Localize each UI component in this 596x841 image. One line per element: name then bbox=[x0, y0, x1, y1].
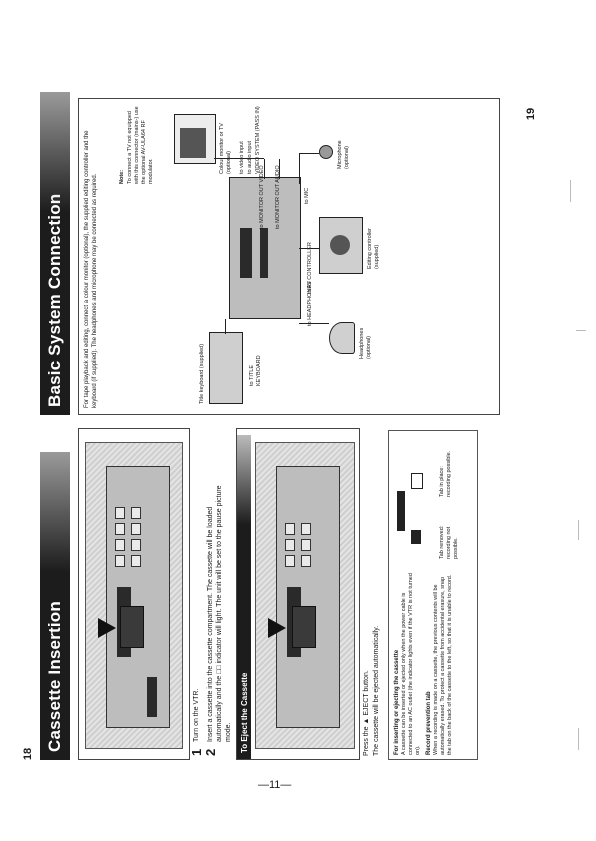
vcr-button bbox=[115, 539, 125, 551]
cassette-tab-icon bbox=[411, 473, 423, 489]
vcr-button bbox=[285, 555, 295, 567]
cassette-back-icon bbox=[397, 491, 405, 531]
eject-arrow-icon bbox=[268, 618, 286, 638]
wire bbox=[214, 158, 264, 159]
tab-caption-removed: Tab removed: recording not possible. bbox=[439, 525, 459, 559]
vcr-button bbox=[115, 507, 125, 519]
basic-system-connection-page: Basic System Connection For tape playbac… bbox=[40, 92, 540, 415]
insertion-photo-frame bbox=[78, 428, 190, 760]
connection-title-text: Basic System Connection bbox=[45, 193, 64, 407]
scan-speck bbox=[570, 180, 571, 202]
cassette-illustration bbox=[120, 606, 144, 648]
label-editing-controller: Editing controller (supplied) bbox=[367, 228, 380, 269]
eject-heading: To Eject the Cassette bbox=[237, 435, 251, 759]
erasure-text: When a recording is made on a cassette, … bbox=[433, 574, 453, 755]
vcr-button bbox=[115, 523, 125, 535]
cassette-tab-icon bbox=[411, 530, 421, 544]
tab-caption-in-place: Tab in place: recording possible. bbox=[439, 450, 452, 497]
wire bbox=[279, 159, 280, 179]
page-number-right: 19 bbox=[525, 107, 538, 121]
vcr-button bbox=[285, 523, 295, 535]
label-monitor: Colour monitor or TV (optional) bbox=[219, 123, 232, 174]
headphones-illustration bbox=[329, 322, 355, 354]
label-video-system: VIDEO SYSTEM (PASS IN) bbox=[255, 106, 261, 174]
eject-section-frame: To Eject the Cassette bbox=[236, 428, 360, 760]
title-fade bbox=[40, 452, 70, 572]
vcr-button bbox=[131, 539, 141, 551]
label-to-headphones: to HEADPHONES bbox=[307, 281, 313, 326]
page-footer: —11— bbox=[258, 779, 292, 791]
diagram-note-label: Note: bbox=[119, 169, 125, 184]
vcr-button bbox=[301, 539, 311, 551]
vcr-button bbox=[115, 555, 125, 567]
microphone-illustration bbox=[319, 145, 333, 159]
wire bbox=[299, 248, 319, 249]
step-1-number: 1 bbox=[189, 748, 204, 756]
eject-note-text: The cassette will be ejected automatical… bbox=[373, 625, 380, 756]
vcr-button bbox=[285, 539, 295, 551]
connection-diagram-frame: For tape playback and editing, connect a… bbox=[78, 98, 500, 415]
scan-speck bbox=[576, 330, 586, 331]
eject-heading-fade bbox=[237, 435, 251, 525]
display-window bbox=[260, 228, 268, 278]
connection-intro: For tape playback and editing, connect a… bbox=[84, 130, 98, 408]
step-1: 1 Turn on the VTR. bbox=[189, 482, 204, 756]
notes-box: For inserting or ejecting the cassette A… bbox=[388, 430, 478, 760]
erasure-heading: Record prevention tab bbox=[426, 691, 432, 755]
monitor-illustration bbox=[174, 114, 216, 164]
title-keyboard-illustration bbox=[209, 332, 243, 404]
jog-dial-icon bbox=[330, 235, 350, 255]
connection-title: Basic System Connection bbox=[40, 92, 70, 415]
cassette-slot bbox=[240, 228, 252, 278]
vcr-button bbox=[131, 555, 141, 567]
cassette-illustration bbox=[292, 606, 316, 648]
display-window bbox=[147, 677, 157, 717]
vcr-illustration bbox=[106, 466, 170, 728]
wire bbox=[299, 153, 319, 154]
title-fade bbox=[40, 92, 70, 212]
page-number-left: 18 bbox=[22, 747, 35, 761]
wire bbox=[264, 159, 265, 179]
cassette-insertion-page: Cassette Insertion bbox=[40, 428, 540, 760]
diagram-note-text: To connect a TV not equipped with this c… bbox=[127, 106, 154, 184]
label-keyboard: Title keyboard (supplied) bbox=[199, 343, 205, 404]
cassette-insertion-title: Cassette Insertion bbox=[40, 452, 70, 760]
note-intro: For inserting or ejecting the cassette bbox=[394, 649, 400, 755]
vcr-button bbox=[131, 507, 141, 519]
insertion-photo bbox=[85, 442, 183, 749]
note-text: A cassette can be inserted or ejected on… bbox=[401, 573, 421, 755]
vcr-button bbox=[301, 523, 311, 535]
wire bbox=[225, 319, 226, 334]
vcr-illustration bbox=[276, 466, 340, 728]
cassette-insertion-title-text: Cassette Insertion bbox=[45, 601, 64, 752]
label-to-title-keyboard: to TITLE KEYBOARD bbox=[249, 355, 262, 386]
eject-instruction-text: Press the ▲ EJECT button. bbox=[363, 670, 370, 756]
label-microphone: Microphone (optional) bbox=[337, 140, 350, 169]
step-2-number: 2 bbox=[203, 748, 218, 756]
eject-heading-text: To Eject the Cassette bbox=[239, 672, 249, 753]
label-headphones: Headphones (optional) bbox=[359, 327, 372, 359]
wire bbox=[299, 323, 329, 324]
label-to-mic: to MIC bbox=[304, 187, 310, 204]
vcr-button bbox=[301, 555, 311, 567]
step-2: 2 Insert a cassette into the cassette com… bbox=[203, 482, 233, 756]
scan-speck bbox=[578, 520, 579, 540]
scan-speck bbox=[578, 728, 579, 750]
eject-note: The cassette will be ejected automatical… bbox=[372, 456, 381, 756]
wire bbox=[299, 154, 300, 184]
editing-controller-illustration bbox=[319, 217, 363, 274]
insert-arrow-icon bbox=[98, 618, 116, 638]
eject-instruction: Press the ▲ EJECT button. bbox=[362, 456, 371, 756]
monitor-screen bbox=[180, 128, 206, 158]
step-1-text: Turn on the VTR. bbox=[193, 688, 200, 742]
step-2-text: Insert a cassette into the cassette comp… bbox=[207, 485, 232, 742]
eject-photo bbox=[255, 442, 355, 749]
vcr-button bbox=[131, 523, 141, 535]
rotated-spread: Cassette Insertion bbox=[40, 92, 540, 760]
